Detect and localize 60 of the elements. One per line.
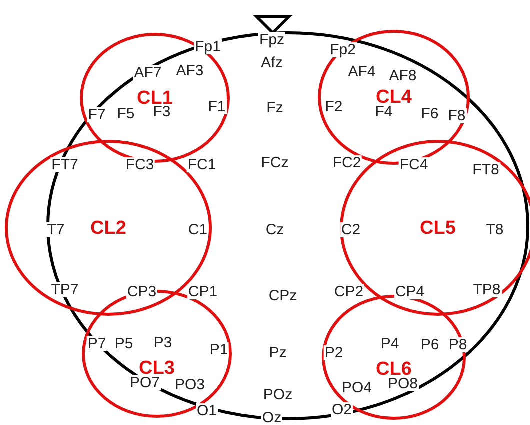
electrode-label: Fz	[266, 100, 284, 116]
electrode-label: Fp1	[194, 40, 222, 54]
cluster-label: CL5	[420, 218, 456, 238]
cluster-label: CL2	[90, 218, 126, 238]
electrode-label: F5	[116, 106, 136, 122]
electrode-label: Cz	[264, 222, 286, 238]
electrode-label: T7	[46, 222, 66, 238]
electrode-label: P3	[152, 336, 174, 350]
electrode-label: Pz	[268, 346, 288, 360]
electrode-label: CP4	[394, 284, 426, 300]
electrode-label: AF3	[175, 64, 205, 78]
electrode-label: CPz	[268, 288, 298, 304]
electrode-label: TP8	[472, 282, 502, 298]
cluster-label: CL3	[139, 358, 175, 378]
cluster-circle	[322, 295, 466, 420]
electrode-label: FT8	[472, 162, 500, 178]
electrode-label: P7	[86, 336, 108, 352]
electrode-label: Oz	[261, 410, 283, 425]
electrode-label: PO3	[174, 378, 206, 392]
electrode-label: F8	[447, 108, 467, 124]
electrode-label: C2	[340, 222, 362, 238]
electrode-label: FC4	[398, 158, 430, 172]
cluster-label: CL6	[376, 360, 412, 379]
electrode-label: CP3	[126, 284, 158, 300]
electrode-label: F3	[152, 104, 172, 120]
electrode-label: PO8	[387, 376, 419, 392]
electrode-label: PO7	[129, 376, 161, 390]
cluster-label: CL4	[376, 88, 412, 107]
electrode-label: CP1	[187, 284, 219, 300]
electrode-label: P2	[324, 346, 344, 360]
electrode-label: F2	[324, 100, 344, 114]
electrode-label: O2	[331, 402, 353, 418]
electrode-label: C1	[187, 222, 209, 238]
electrode-label: F1	[207, 100, 227, 114]
electrode-label: AF4	[347, 64, 377, 80]
electrode-label: F6	[420, 106, 440, 122]
electrode-label: AF7	[133, 66, 163, 80]
electrode-label: P4	[380, 336, 400, 352]
electrode-label: FC2	[332, 156, 362, 170]
cluster-label: CL1	[137, 88, 173, 108]
electrode-label: F4	[374, 104, 394, 120]
electrode-label: PO4	[341, 380, 373, 396]
electrode-label: FT7	[50, 158, 80, 172]
electrode-label: FCz	[260, 156, 290, 170]
electrode-label: Fp2	[329, 42, 357, 58]
electrode-label: TP7	[50, 282, 80, 298]
electrode-label: AF8	[388, 68, 418, 84]
electrode-label: P1	[208, 342, 230, 358]
electrode-label: CP2	[333, 284, 365, 300]
electrode-label: Afz	[260, 56, 284, 70]
electrode-label: P8	[448, 338, 468, 352]
electrode-label: F7	[87, 108, 107, 122]
electrode-label: FC1	[186, 158, 218, 172]
electrode-label: T8	[485, 222, 505, 238]
electrode-label: POz	[262, 388, 294, 402]
electrode-label: FC3	[124, 158, 156, 172]
electrode-label: O1	[196, 404, 218, 418]
electrode-label: Fpz	[258, 32, 286, 48]
electrode-label: P6	[420, 338, 440, 352]
electrode-label: P5	[114, 336, 134, 352]
